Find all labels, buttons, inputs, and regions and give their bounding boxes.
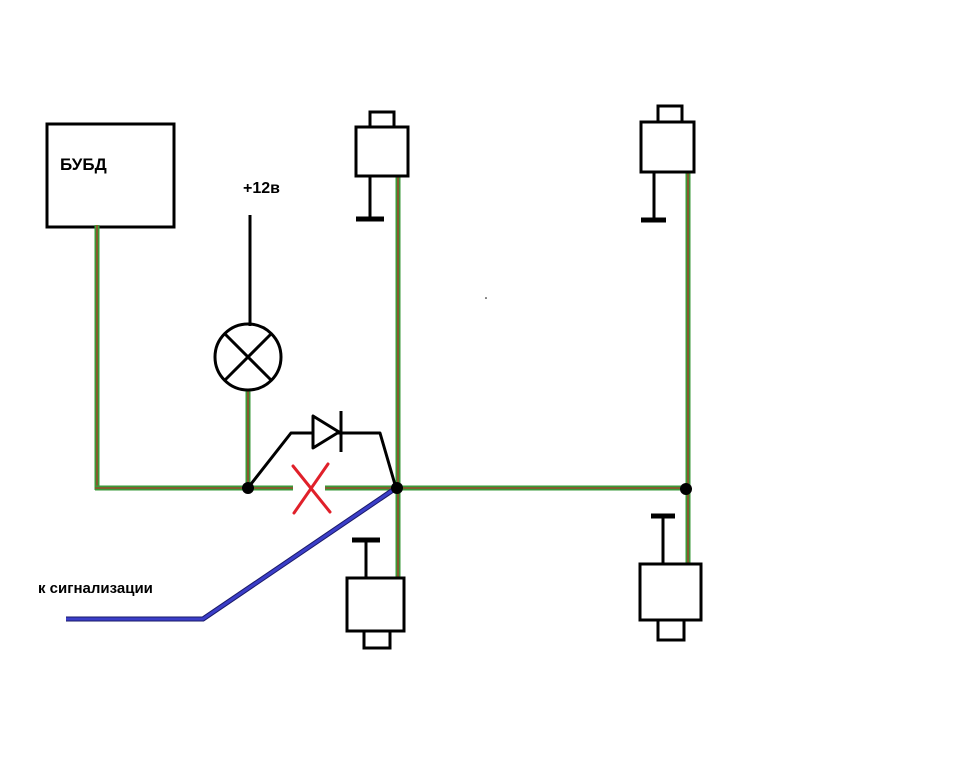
junctions: [242, 482, 692, 495]
junction-right: [680, 483, 692, 495]
door-switch-bottom-right: [638, 513, 703, 642]
stray-dot: [485, 297, 487, 299]
alarm-wire: к сигнализации: [38, 485, 398, 622]
junction-lamp: [242, 482, 254, 494]
door-switch-bottom-left: [345, 537, 406, 650]
warning-lamp: [213, 322, 283, 392]
supply-label: +12в: [243, 180, 280, 197]
supply-12v: +12в: [243, 180, 280, 326]
control-unit-block: БУБД: [45, 122, 176, 229]
diode-bypass: [249, 411, 398, 489]
green-brown-wires: [94, 172, 691, 578]
removed-link-mark: [291, 462, 332, 515]
alarm-label: к сигнализации: [38, 580, 153, 597]
door-switch-top-right: [639, 104, 696, 223]
control-unit-label: БУБД: [60, 155, 107, 174]
door-switch-top-left: [354, 110, 410, 222]
junction-left: [391, 482, 403, 494]
